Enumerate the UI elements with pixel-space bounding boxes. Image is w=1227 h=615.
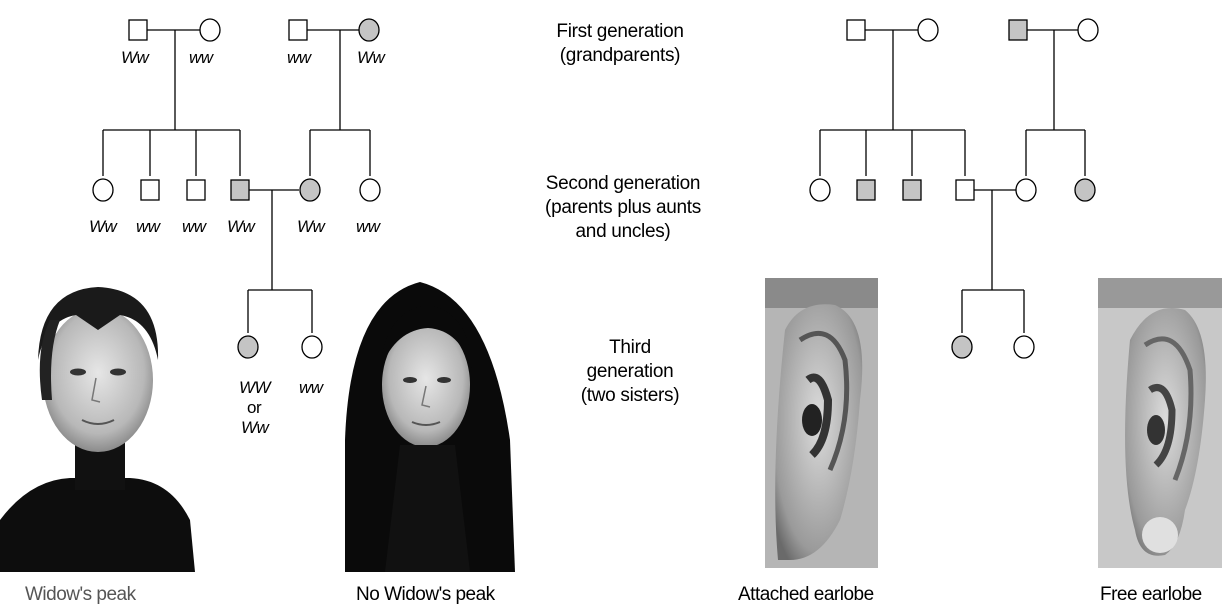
genotype-label-gen1-left-father: Ww [121,48,149,67]
genotype-label-gen2-4: Ww [227,217,255,236]
female-symbol-r-gen2-1 [809,178,831,202]
female-symbol-gen2-1 [92,178,114,202]
no-widows-peak-photo [345,282,515,572]
genotype-label-gen1-right-father: ww [287,48,311,67]
male-symbol-gen1-1 [128,19,148,41]
third-generation-line1: Third [609,337,651,358]
genotype-label-gen3-sister1-line2: or [247,398,262,417]
genotype-label-gen2-6: ww [356,217,380,236]
female-symbol-gen3-2 [301,335,323,359]
male-symbol-gen1-3 [288,19,308,41]
genotype-label-gen3-sister1-line1: WW [239,378,271,397]
first-generation-line2: (grandparents) [559,45,681,66]
female-symbol-r-gen2-6 [1074,178,1096,202]
second-generation-label: Second generation (parents plus aunts an… [518,172,728,244]
genotype-label-gen2-5: Ww [297,217,325,236]
third-generation-line3: (two sisters) [580,385,680,406]
attached-earlobe-photo [765,278,878,568]
free-earlobe-caption: Free earlobe [1100,584,1202,605]
male-symbol-r-gen1-3 [1008,19,1028,41]
male-symbol-r-gen1-1 [846,19,866,41]
female-symbol-r-gen3-2 [1013,335,1035,359]
genotype-label-gen1-right-mother: Ww [357,48,385,67]
genotype-label-gen2-3: ww [182,217,206,236]
female-symbol-gen1-2 [199,18,221,42]
widows-peak-caption: Widow's peak [25,584,136,605]
genotype-label-gen3-sister1-line3: Ww [241,418,269,437]
third-generation-label: Third generation (two sisters) [560,336,700,408]
free-earlobe-photo [1098,278,1222,568]
male-symbol-gen2-3 [186,179,206,201]
genotype-label-gen2-1: Ww [89,217,117,236]
first-generation-label: First generation (grandparents) [530,20,710,68]
male-symbol-r-gen2-2 [856,179,876,201]
female-symbol-gen1-4 [358,18,380,42]
female-symbol-r-gen1-4 [1077,18,1099,42]
widows-peak-photo [0,282,195,572]
no-widows-peak-caption: No Widow's peak [356,584,495,605]
third-generation-line2: generation [586,361,674,382]
genotype-label-gen2-2: ww [136,217,160,236]
second-generation-line2: (parents plus aunts [545,197,701,218]
male-symbol-gen2-2 [140,179,160,201]
male-symbol-r-gen2-4 [955,179,975,201]
female-symbol-r-gen2-5 [1015,178,1037,202]
female-symbol-r-gen3-1 [951,335,973,359]
attached-earlobe-caption: Attached earlobe [738,584,874,605]
female-symbol-gen2-6 [359,178,381,202]
genotype-label-gen1-left-mother: ww [189,48,213,67]
second-generation-line3: and uncles) [575,221,671,242]
first-generation-line1: First generation [556,21,684,42]
female-symbol-gen3-1 [237,335,259,359]
genotype-label-gen3-sister2: ww [299,378,323,397]
second-generation-line1: Second generation [545,173,701,194]
female-symbol-gen2-5 [299,178,321,202]
female-symbol-r-gen1-2 [917,18,939,42]
male-symbol-r-gen2-3 [902,179,922,201]
male-symbol-gen2-4 [230,179,250,201]
